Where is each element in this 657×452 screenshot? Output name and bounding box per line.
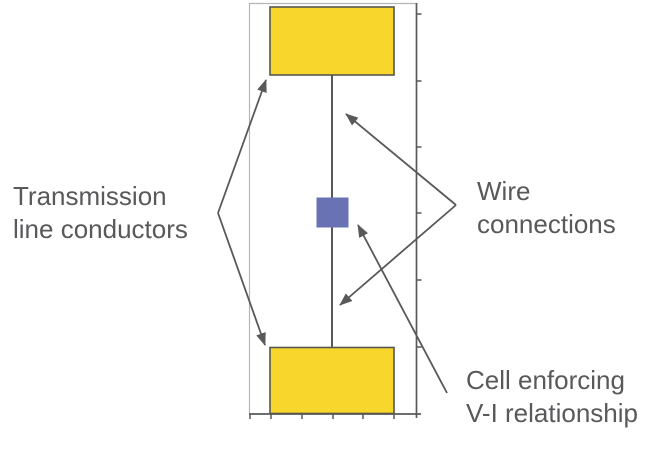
arrow-to-vi-cell — [357, 224, 448, 394]
cell-enforcing-label: Cell enforcing V-I relationship — [466, 364, 638, 430]
label-line: Wire — [477, 176, 531, 206]
arrow-to-upper-wire — [345, 113, 457, 206]
transmission-conductors-label: Transmission line conductors — [13, 180, 188, 246]
label-line: V-I relationship — [466, 398, 638, 428]
label-line: connections — [477, 209, 616, 239]
top-conductor — [269, 6, 395, 76]
bottom-axis-ticks — [249, 414, 395, 419]
bottom-conductor — [269, 346, 395, 415]
vi-cell — [316, 197, 349, 228]
label-line: Cell enforcing — [466, 365, 625, 395]
arrow-to-bottom-conductor — [217, 212, 266, 346]
arrow-to-lower-wire — [339, 204, 457, 306]
arrow-to-top-conductor — [217, 79, 267, 214]
label-line: Transmission — [13, 181, 167, 211]
wire-connections-label: Wire connections — [477, 175, 616, 241]
right-axis-ticks — [416, 13, 422, 348]
label-line: line conductors — [13, 214, 188, 244]
